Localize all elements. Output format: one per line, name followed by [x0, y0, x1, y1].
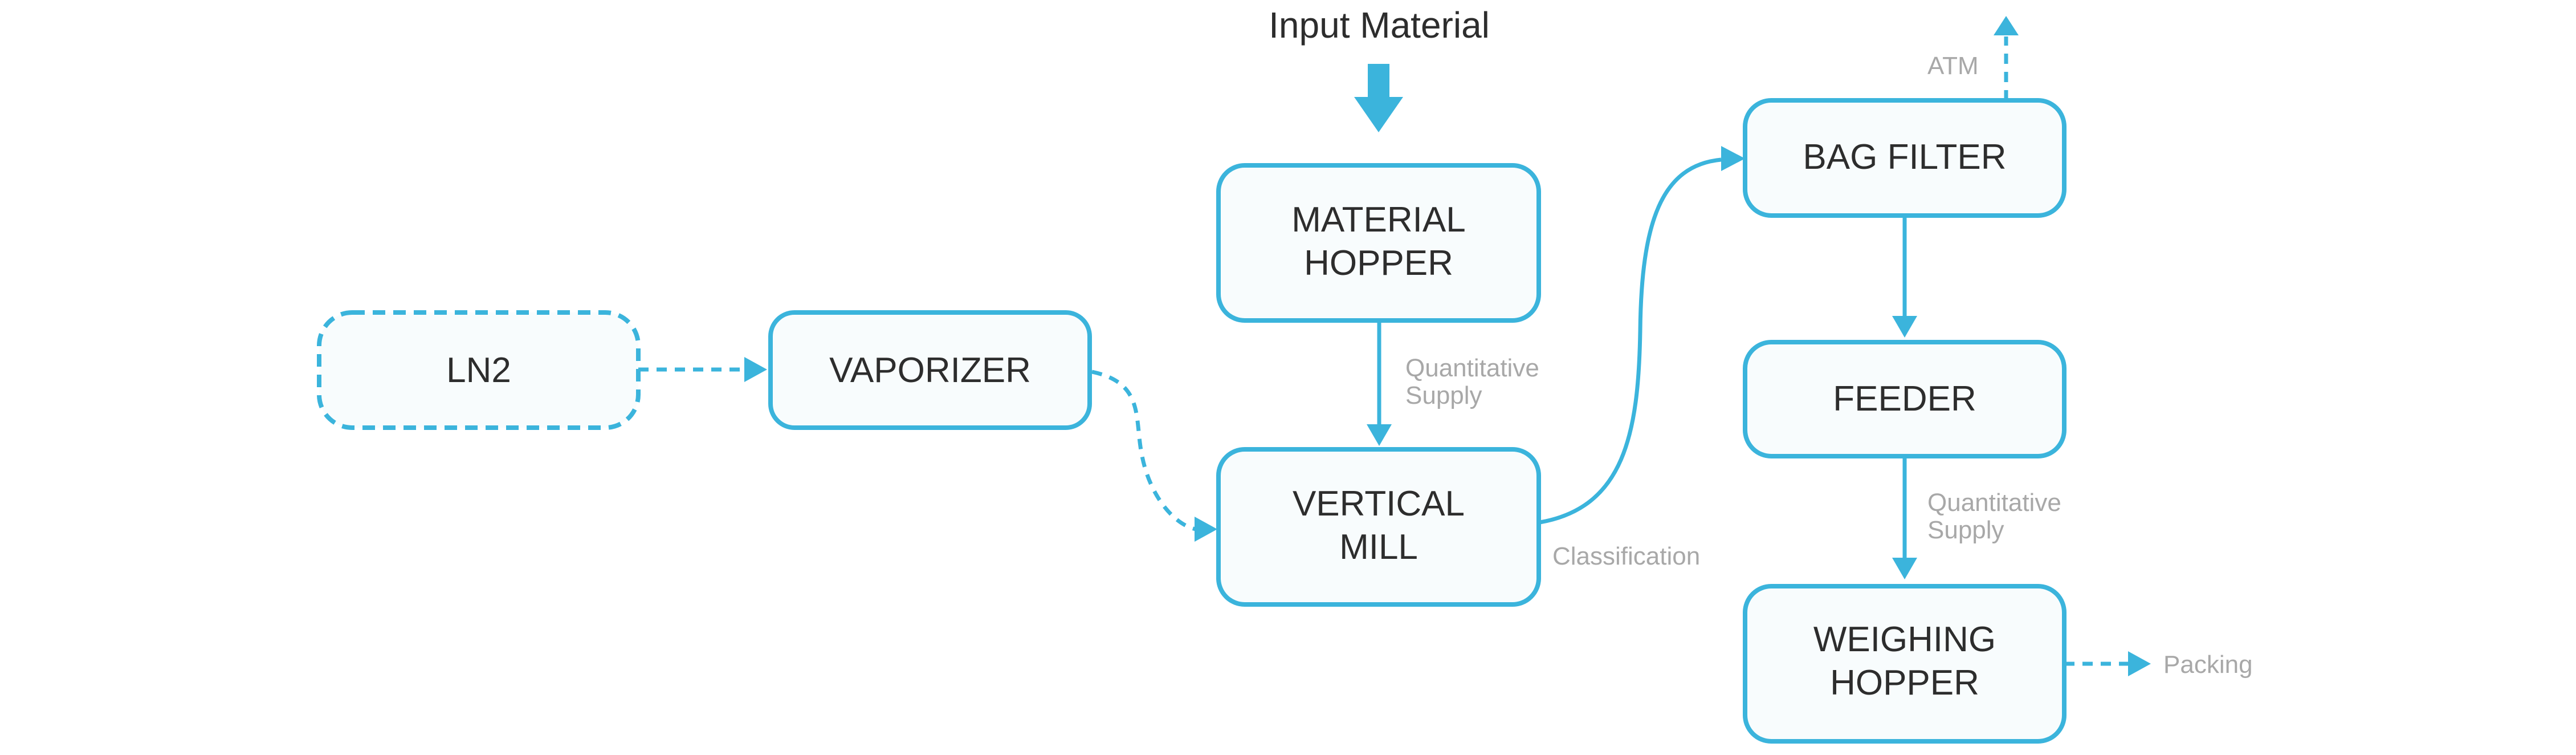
- edge-label-hopper-to-mill-line2: Supply: [1405, 381, 1482, 409]
- edge-hopper-to-mill: [1367, 320, 1392, 446]
- node-vertical-mill-line1: VERTICAL: [1293, 484, 1465, 523]
- node-ln2: LN2: [317, 310, 641, 430]
- edge-filter-exhaust: [1994, 16, 2019, 100]
- edge-ln2-to-vaporizer: [638, 357, 767, 382]
- edge-label-feeder-to-weighing-line1: Quantitative: [1927, 489, 2061, 517]
- edge-label-hopper-to-mill-line1: Quantitative: [1405, 354, 1539, 382]
- edge-weighing-out: [2064, 651, 2151, 676]
- edge-filter-to-feeder: [1892, 216, 1917, 338]
- node-material-hopper-line2: HOPPER: [1304, 243, 1453, 283]
- edge-label-feeder-to-weighing-line2: Supply: [1927, 516, 2004, 544]
- node-feeder: FEEDER: [1743, 340, 2066, 458]
- node-vertical-mill-line2: MILL: [1339, 527, 1418, 567]
- node-weighing-hopper-line1: WEIGHING: [1813, 620, 1996, 659]
- edge-feeder-to-weighing: [1892, 456, 1917, 579]
- node-material-hopper: MATERIAL HOPPER: [1216, 163, 1541, 323]
- diagram-title: Input Material: [1269, 5, 1490, 46]
- edge-label-classification: Classification: [1552, 542, 1700, 570]
- edge-label-packing: Packing: [2163, 651, 2253, 679]
- node-ln2-label: LN2: [446, 351, 511, 390]
- node-bag-filter-label: BAG FILTER: [1803, 137, 2006, 177]
- input-arrow: [1354, 64, 1403, 132]
- node-vaporizer-label: VAPORIZER: [829, 351, 1031, 390]
- node-feeder-label: FEEDER: [1833, 379, 1976, 419]
- edge-label-atm: ATM: [1927, 52, 1979, 80]
- node-vertical-mill: VERTICAL MILL: [1216, 447, 1541, 607]
- node-material-hopper-line1: MATERIAL: [1291, 200, 1465, 240]
- node-weighing-hopper: WEIGHING HOPPER: [1743, 584, 2066, 744]
- edge-mill-to-filter: [1539, 146, 1745, 525]
- edge-vaporizer-to-mill: [1091, 370, 1217, 542]
- node-vaporizer: VAPORIZER: [768, 310, 1092, 430]
- node-bag-filter: BAG FILTER: [1743, 98, 2066, 218]
- node-weighing-hopper-line2: HOPPER: [1830, 663, 1979, 703]
